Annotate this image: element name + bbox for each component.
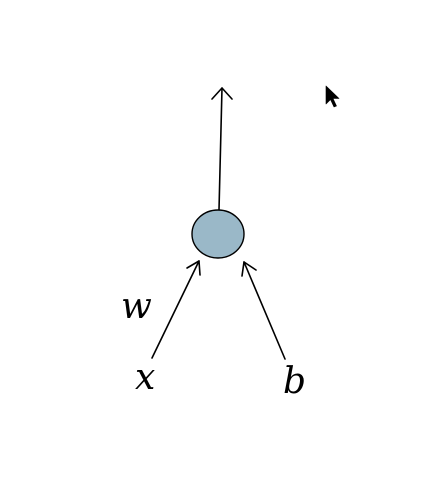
bias-label: b [283, 361, 306, 402]
bias-arrow-shaft [243, 261, 286, 360]
bias-arrowhead [241, 261, 257, 277]
weight-label: w [121, 286, 152, 327]
output-arrowhead [211, 87, 233, 100]
neuron-node [191, 209, 245, 259]
input-label: x [135, 357, 155, 398]
output-arrow [211, 87, 233, 211]
mouse-pointer-icon [325, 85, 340, 108]
output-arrow-shaft [218, 87, 223, 211]
input-arrow [151, 260, 201, 359]
input-arrow-shaft [151, 260, 200, 359]
input-arrowhead [186, 260, 201, 276]
bias-arrow [241, 261, 286, 360]
